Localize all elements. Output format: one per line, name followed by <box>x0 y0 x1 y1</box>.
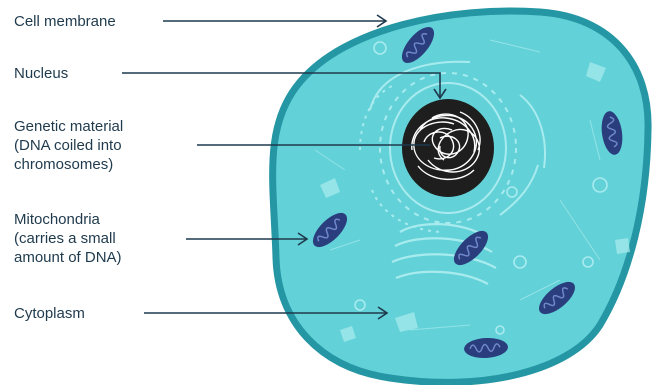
label-cell-membrane: Cell membrane <box>14 12 116 31</box>
label-line: (DNA coiled into <box>14 136 123 155</box>
label-line: Nucleus <box>14 64 68 83</box>
label-line: amount of DNA) <box>14 248 122 267</box>
label-line: Cell membrane <box>14 12 116 31</box>
label-genetic-material: Genetic material (DNA coiled into chromo… <box>14 117 123 174</box>
arrow-cell-membrane <box>163 15 386 27</box>
label-line: Genetic material <box>14 117 123 136</box>
nucleus <box>402 99 494 197</box>
label-line: Mitochondria <box>14 210 122 229</box>
label-cytoplasm: Cytoplasm <box>14 304 85 323</box>
label-nucleus: Nucleus <box>14 64 68 83</box>
label-line: (carries a small <box>14 229 122 248</box>
label-line: chromosomes) <box>14 155 123 174</box>
label-mitochondria: Mitochondria (carries a small amount of … <box>14 210 122 267</box>
label-line: Cytoplasm <box>14 304 85 323</box>
